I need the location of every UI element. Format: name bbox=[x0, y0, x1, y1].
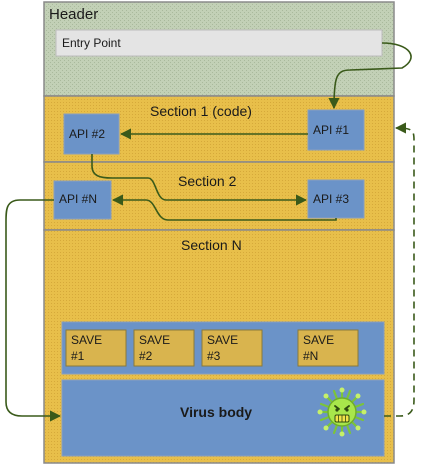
save-3-line2: #3 bbox=[207, 349, 221, 363]
save-2-line2: #2 bbox=[139, 349, 153, 363]
api-2-box bbox=[63, 113, 120, 155]
save-1-line2: #1 bbox=[71, 349, 85, 363]
save-n-box bbox=[297, 329, 359, 367]
api-2-label: API #2 bbox=[69, 127, 106, 141]
arrow-api2-to-api3 bbox=[91, 154, 308, 206]
save-1-box bbox=[65, 329, 127, 367]
api-1-label: API #1 bbox=[313, 123, 350, 137]
save-1-line1: SAVE bbox=[71, 333, 103, 347]
section1-label: Section 1 (code) bbox=[150, 103, 252, 119]
arrow-entry-to-api1 bbox=[328, 42, 412, 110]
api-n-box bbox=[53, 180, 112, 220]
arrow-virus-to-api1 bbox=[384, 122, 415, 417]
entry-point-box bbox=[55, 29, 383, 57]
virus-icon bbox=[317, 387, 367, 437]
save-2-line1: SAVE bbox=[139, 333, 171, 347]
sectionN-label: Section N bbox=[181, 237, 242, 253]
save-n-line1: SAVE bbox=[303, 333, 335, 347]
save-3-line1: SAVE bbox=[207, 333, 239, 347]
entry-point-label: Entry Point bbox=[62, 36, 121, 50]
flow-arrows bbox=[5, 42, 415, 422]
save-n-line2: #N bbox=[303, 349, 319, 363]
save-3-box bbox=[201, 329, 263, 367]
api-1-box bbox=[307, 109, 365, 151]
arrow-api3-to-apin bbox=[111, 194, 337, 221]
api-n-label: API #N bbox=[59, 192, 98, 206]
virus-body-label: Virus body bbox=[180, 404, 253, 420]
save-2-box bbox=[133, 329, 195, 367]
api-3-box bbox=[307, 179, 365, 219]
api-3-label: API #3 bbox=[313, 192, 350, 206]
header-label: Header bbox=[49, 6, 99, 23]
section2-label: Section 2 bbox=[178, 173, 237, 189]
arrow-apin-to-virus bbox=[5, 199, 62, 422]
